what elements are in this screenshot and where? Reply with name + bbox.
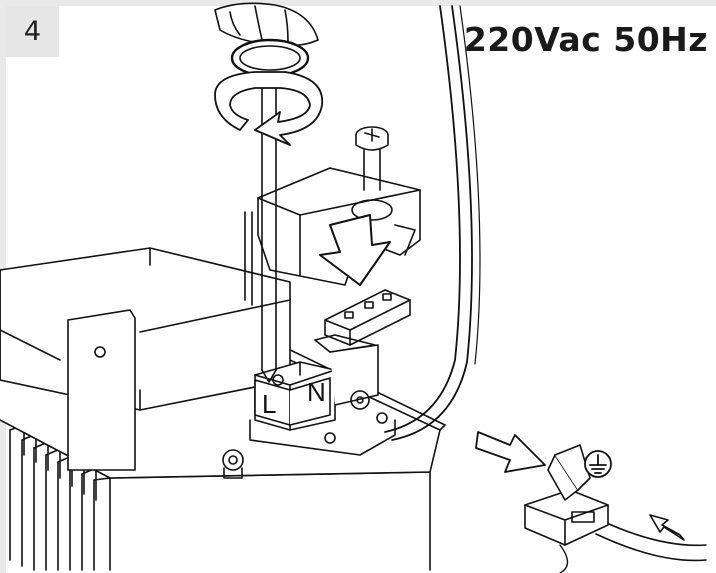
terminal-label-live: L bbox=[262, 389, 276, 419]
ground-symbol-icon bbox=[584, 450, 612, 478]
clamp-screw bbox=[355, 126, 389, 191]
insert-arrow-icon bbox=[475, 431, 685, 541]
connector-strip bbox=[324, 289, 411, 346]
down-arrow-icon bbox=[319, 214, 391, 286]
driver-housing bbox=[0, 247, 291, 471]
rotate-arrow-icon bbox=[214, 71, 323, 146]
frame-top bbox=[0, 0, 716, 6]
step-number: 4 bbox=[23, 16, 42, 47]
terminal-label-neutral: N bbox=[307, 377, 326, 407]
voltage-label: 220Vac 50Hz bbox=[463, 20, 708, 59]
terminal-block bbox=[249, 334, 396, 456]
power-cable bbox=[384, 5, 707, 573]
step-number-box: 4 bbox=[6, 6, 59, 57]
